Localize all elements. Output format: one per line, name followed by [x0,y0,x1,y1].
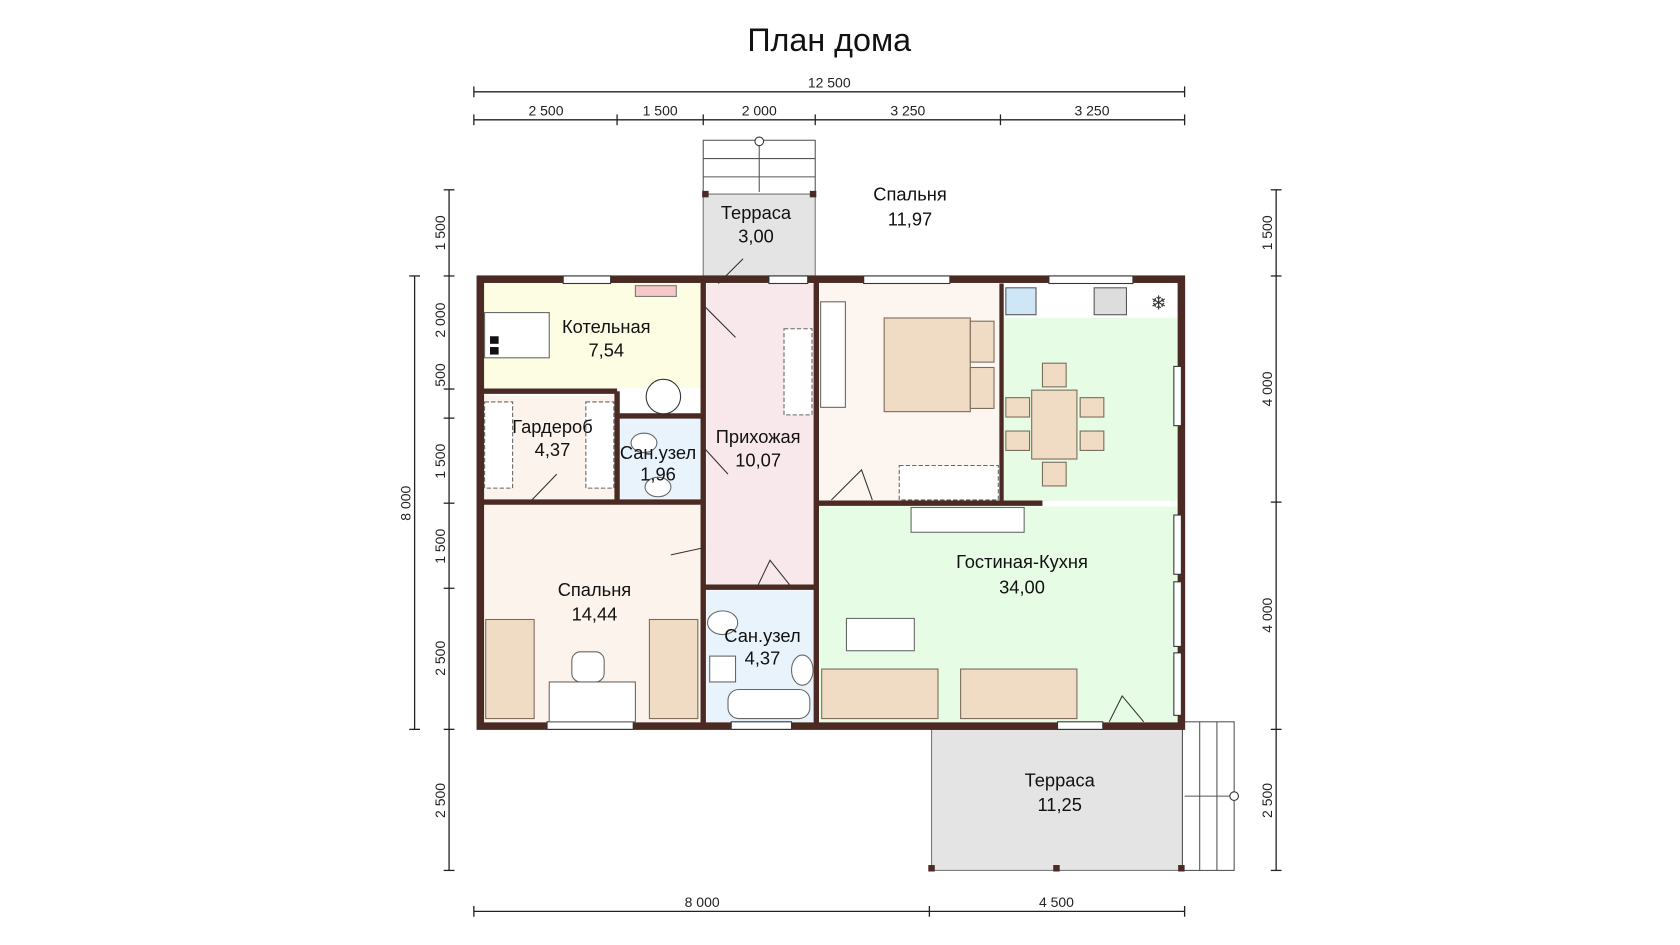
electric-panel-icon [645,378,682,415]
left-dimensions: 1 500 2 000 500 1 500 1 500 2 500 2 500 … [397,189,455,872]
dim-top-total: 12 500 [808,75,851,91]
plan-title: План дома [747,22,911,58]
furniture: ❄ [484,285,1167,723]
top-dimensions: 12 500 2 500 1 500 2 000 3 250 3 250 [473,75,1186,126]
room-area-wardrobe: 4,37 [535,439,571,460]
room-name-bedroom-left: Спальня [558,579,632,600]
room-area-bedroom-left: 14,44 [572,604,618,625]
dim-right-seg: 4 000 [1259,371,1275,406]
dim-right-seg: 4 000 [1259,597,1275,632]
room-name-living-kitchen: Гостиная-Кухня [956,551,1088,572]
dim-left-seg: 1 500 [432,443,448,478]
right-dimensions: 1 500 4 000 4 000 2 500 [1259,189,1282,872]
room-name-wardrobe: Гардероб [512,416,593,437]
dim-right-seg: 1 500 [1259,215,1275,250]
dim-top-seg: 3 250 [890,103,925,119]
dim-left-seg: 500 [432,363,448,387]
walls [476,275,1186,730]
room-area-living-kitchen: 34,00 [999,577,1045,598]
room-area-bath-small: 1,96 [640,464,676,485]
dim-left-seg: 2 000 [432,302,448,337]
room-labels: Терраса 3,00 Спальня 11,97 Котельная 7,5… [512,184,1095,816]
room-name-terrace-bottom: Терраса [1025,769,1096,790]
room-name-bath-large: Сан.узел [724,625,800,646]
bottom-dimensions: 8 000 4 500 [473,894,1186,917]
dim-bottom-seg: 8 000 [685,894,720,910]
windows [546,275,1182,730]
dim-top-seg: 1 500 [643,103,678,119]
room-area-terrace-bottom: 11,25 [1037,794,1081,815]
terrace-top [702,136,817,277]
terrace-bottom [928,721,1239,872]
dim-bottom-seg: 4 500 [1039,894,1074,910]
doors [529,258,1145,723]
room-area-bedroom-top: 11,97 [888,208,932,229]
room-name-hall: Прихожая [716,426,801,447]
room-name-terrace-top: Терраса [721,202,792,223]
dim-left-seg: 1 500 [432,529,448,564]
room-area-terrace-top: 3,00 [738,226,774,247]
room-name-bedroom-top: Спальня [873,184,947,205]
room-area-boiler: 7,54 [588,340,624,361]
dim-top-seg: 2 000 [742,103,777,119]
dim-top-seg: 3 250 [1074,103,1109,119]
dim-left-total: 8 000 [397,485,413,520]
dim-left-seg: 2 500 [432,641,448,676]
room-name-bath-small: Сан.узел [620,442,696,463]
room-area-bath-large: 4,37 [745,648,781,669]
dim-top-seg: 2 500 [528,103,563,119]
room-name-boiler: Котельная [562,316,651,337]
fridge-snowflake-icon: ❄ [1151,291,1167,314]
dim-left-seg: 2 500 [432,783,448,818]
room-area-hall: 10,07 [735,450,781,471]
dim-right-seg: 2 500 [1259,783,1275,818]
dim-left-seg: 1 500 [432,215,448,250]
